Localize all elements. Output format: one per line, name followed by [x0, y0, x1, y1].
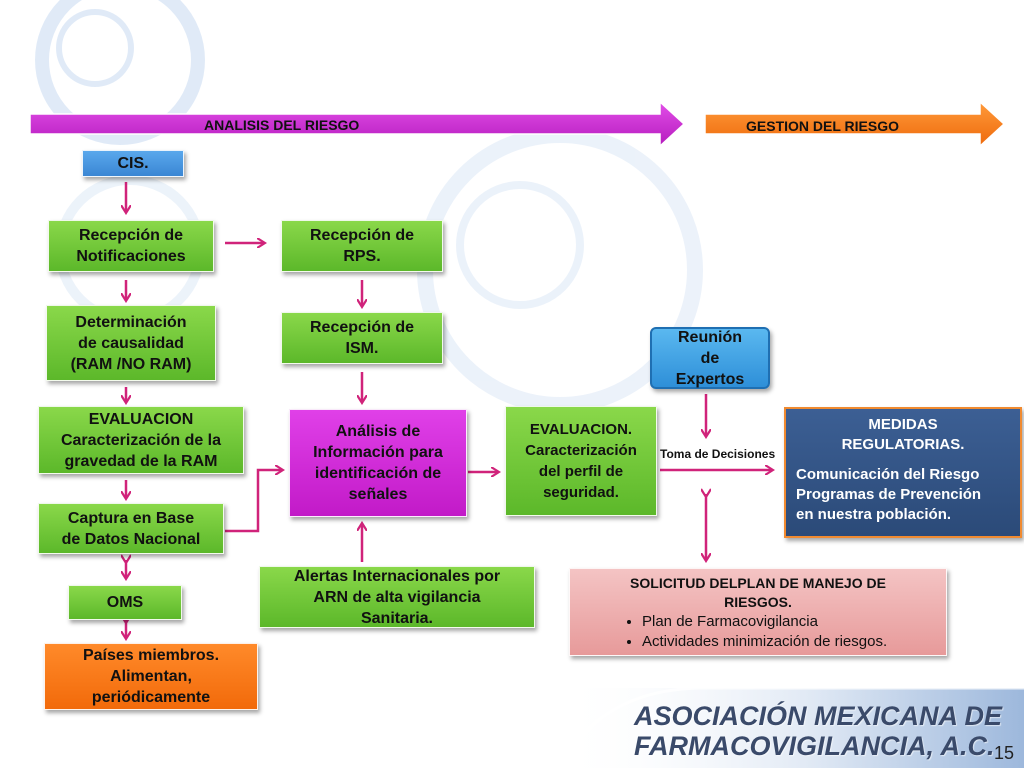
page-number: 15 [994, 743, 1015, 763]
node-cis: CIS. [82, 150, 184, 177]
label-toma-decisiones: Toma de Decisiones [660, 447, 776, 461]
arrow-captura-to-analisis [225, 470, 282, 533]
solicitud-bullet: Actividades minimización de riesgos. [642, 632, 936, 652]
solicitud-bullets: Plan de Farmacovigilancia Actividades mi… [580, 612, 936, 652]
solicitud-bullet: Plan de Farmacovigilancia [642, 612, 936, 632]
medidas-items: Comunicación del Riesgo Programas de Pre… [796, 466, 982, 523]
brand-line-2: FARMACOVIGILANCIA, A.C. [634, 731, 995, 761]
node-oms: OMS [68, 585, 182, 620]
node-paises: Países miembros.Alimentan,periódicamente [44, 643, 258, 710]
management-arrow [704, 100, 1006, 148]
analysis-arrow [29, 100, 686, 148]
management-label: GESTION DEL RIESGO [746, 118, 899, 134]
brand-line-1: ASOCIACIÓN MEXICANA DE [634, 701, 1003, 731]
analysis-label: ANALISIS DEL RIESGO [204, 117, 360, 133]
header-arrows [29, 100, 1006, 148]
